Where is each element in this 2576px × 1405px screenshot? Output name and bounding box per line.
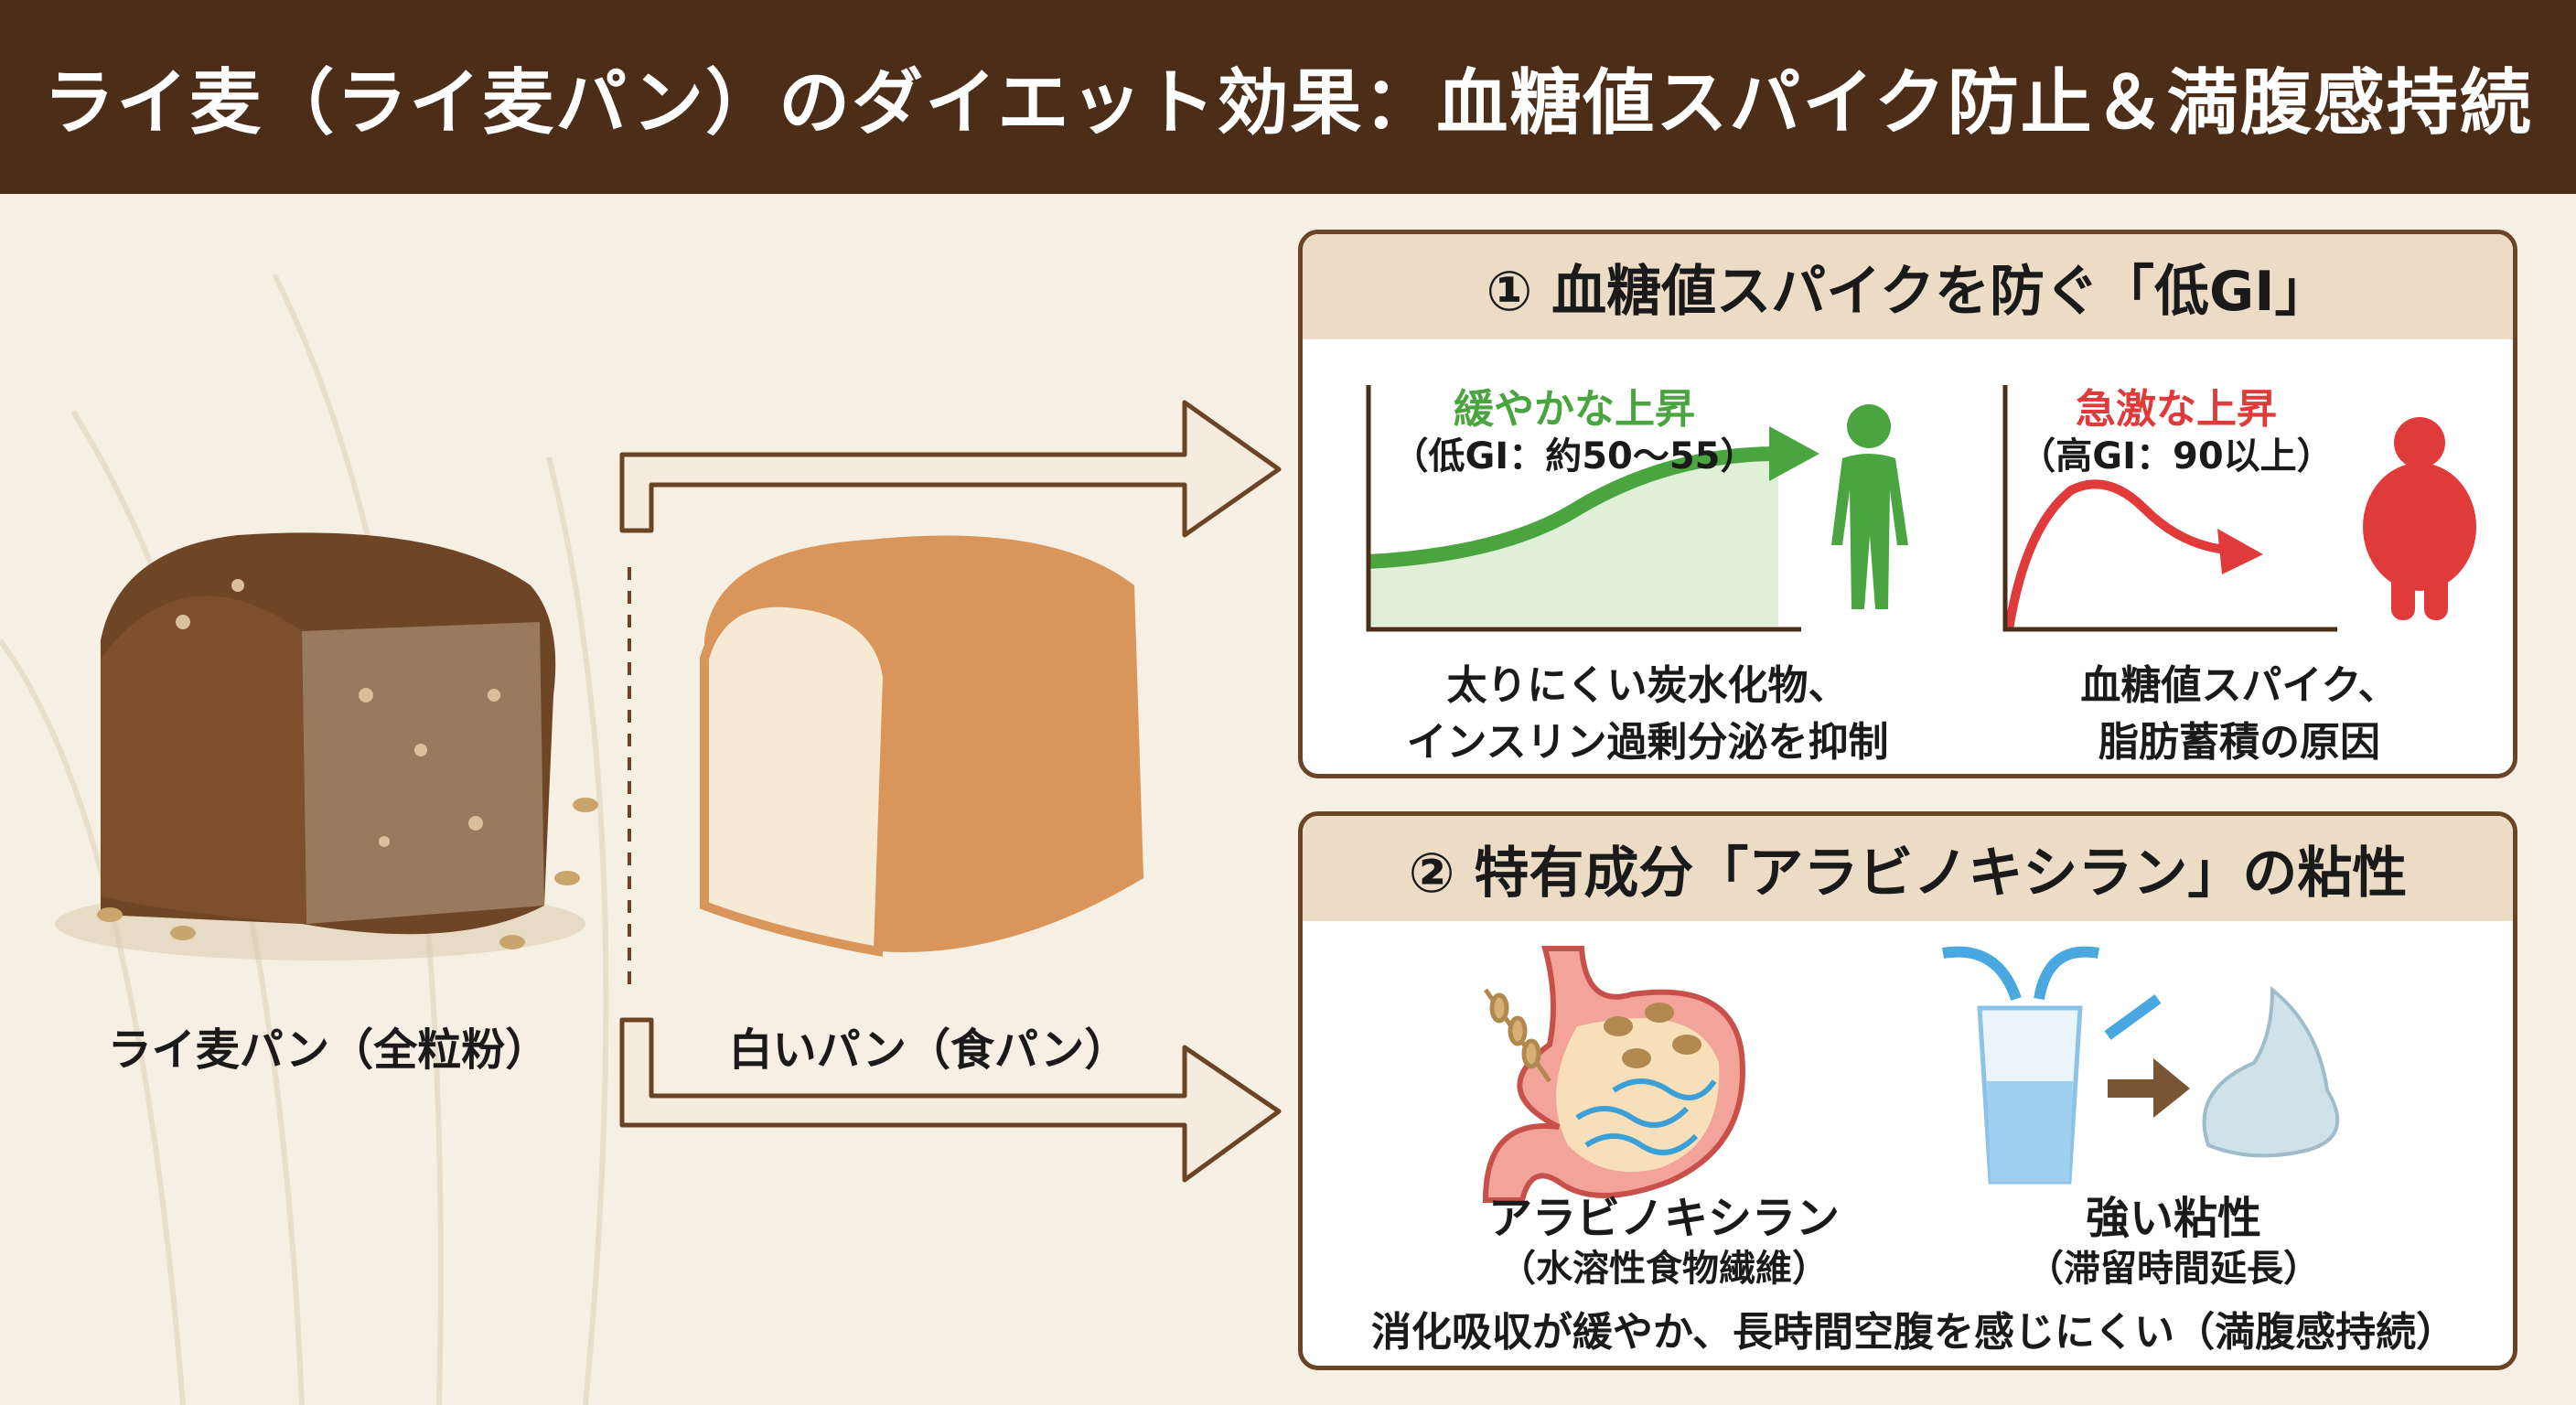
low-gi-caption-line1: 太りにくい炭水化物、: [1446, 662, 1849, 709]
viscosity-illustration: [1482, 946, 2340, 1203]
viscous-gel-icon: [2202, 985, 2340, 1158]
arabinoxylan-sublabel: （水溶性食物繊維）: [1499, 1248, 1829, 1290]
stomach-icon: [1482, 946, 1745, 1203]
low-gi-caption: 太りにくい炭水化物、 インスリン過剰分泌を抑制: [1406, 658, 1888, 771]
section-low-gi: ① 血糖値スパイクを防ぐ「低GI」 緩やかな上昇 （低GI：約50〜55） 急激…: [1298, 230, 2517, 778]
section2-heading: ② 特有成分「アラビノキシラン」の粘性: [1303, 816, 2513, 921]
high-gi-caption: 血糖値スパイク、 脂肪蓄積の原因: [2080, 658, 2398, 771]
white-bread-icon: [700, 535, 1143, 957]
high-gi-subtitle: （高GI：90以上）: [2019, 435, 2334, 477]
rye-bread-label: ライ麦パン（全粒粉）: [107, 1024, 550, 1076]
high-gi-caption-line1: 血糖値スパイク、: [2080, 662, 2399, 709]
arabinoxylan-label: アラビノキシラン: [1487, 1193, 1841, 1244]
overweight-person-icon: [2363, 417, 2476, 620]
slim-person-icon: [1831, 404, 1908, 609]
page-title: ライ麦（ライ麦パン）のダイエット効果：血糖値スパイク防止＆満腹感持続: [43, 62, 2533, 145]
transform-arrow-icon: [2108, 1058, 2190, 1118]
low-gi-caption-line2: インスリン過剰分泌を抑制: [1406, 719, 1889, 766]
arrow-to-section2: [619, 1017, 1282, 1183]
rye-bread-icon: [55, 532, 598, 960]
summary-text: 消化吸収が緩やか、長時間空腹を感じにくい（満腹感持続）: [1370, 1309, 2457, 1356]
water-glass-icon: [1942, 946, 2162, 1185]
white-bread-label: 白いパン（食パン）: [728, 1024, 1129, 1076]
viscosity-sublabel: （滞留時間延長）: [2027, 1248, 2320, 1290]
wheat-icon: [1483, 988, 1552, 1083]
low-gi-graph: [1366, 385, 1819, 632]
viscosity-label: 強い粘性: [2085, 1193, 2262, 1244]
low-gi-title: 緩やかな上昇: [1454, 386, 1695, 433]
gi-graphs: [1366, 385, 2476, 632]
low-gi-subtitle: （低GI：約50〜55）: [1391, 435, 1757, 477]
title-bar: ライ麦（ライ麦パン）のダイエット効果：血糖値スパイク防止＆満腹感持続: [0, 0, 2576, 194]
high-gi-title: 急激な上昇: [2076, 386, 2277, 433]
arrow-to-section1: [619, 400, 1282, 538]
high-gi-caption-line2: 脂肪蓄積の原因: [2098, 719, 2380, 766]
high-gi-graph: [2002, 385, 2337, 632]
section1-heading: ① 血糖値スパイクを防ぐ「低GI」: [1303, 234, 2513, 339]
section-arabinoxylan: ② 特有成分「アラビノキシラン」の粘性 アラビノキシラン （水溶性食物繊維） 強…: [1298, 811, 2517, 1370]
